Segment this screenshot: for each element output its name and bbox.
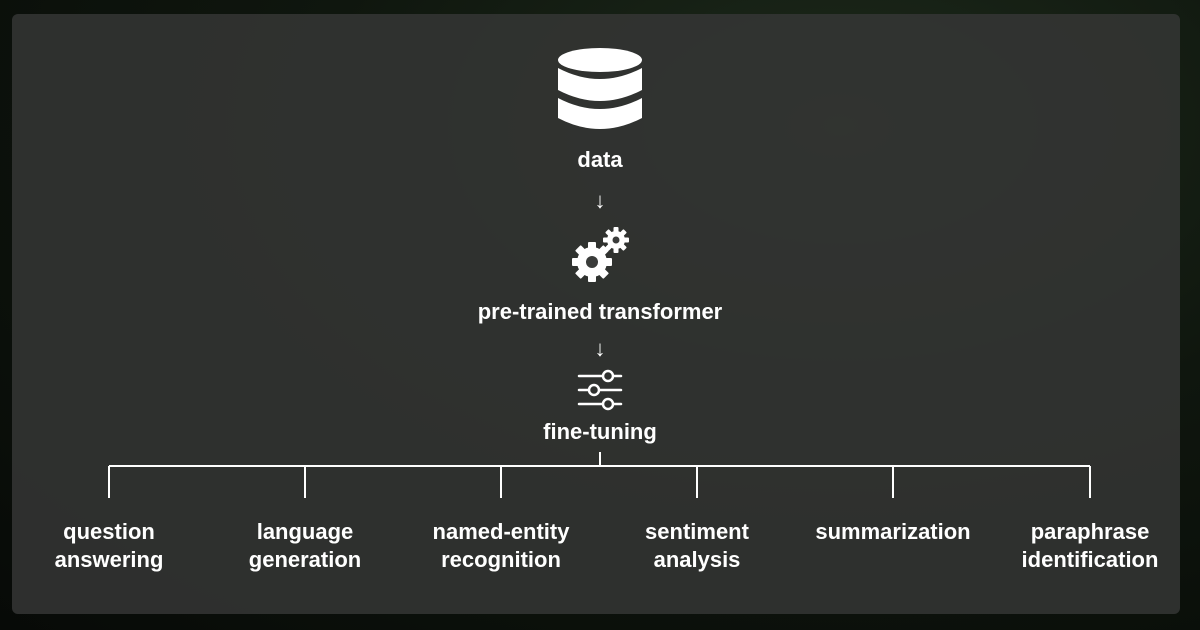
data-label: data [577, 147, 623, 172]
task-line-2: answering [54, 547, 164, 572]
fine-tuning-label: fine-tuning [543, 419, 657, 444]
arrow-model-to-finetune: ↓ [594, 336, 606, 361]
gears-icon [572, 227, 629, 282]
task-named-entity-recognition: named-entity recognition [401, 518, 601, 574]
task-line-1: named-entity [432, 519, 570, 544]
pretrained-transformer-label: pre-trained transformer [477, 299, 723, 324]
task-line-1: summarization [815, 519, 971, 544]
task-question-answering: question answering [19, 518, 199, 574]
task-sentiment-analysis: sentiment analysis [607, 518, 787, 574]
task-summarization: summarization [793, 518, 993, 546]
task-line-2: recognition [441, 547, 561, 572]
task-line-1: paraphrase [1030, 519, 1150, 544]
task-paraphrase-identification: paraphrase identification [995, 518, 1185, 574]
task-line-1: question [63, 519, 155, 544]
sliders-icon [577, 369, 623, 411]
task-language-generation: language generation [215, 518, 395, 574]
task-line-1: language [256, 519, 354, 544]
task-line-2: identification [1021, 547, 1159, 572]
arrow-data-to-model: ↓ [594, 188, 606, 213]
database-icon [558, 48, 642, 129]
task-line-1: sentiment [645, 519, 749, 544]
task-line-2: analysis [653, 547, 741, 572]
task-line-2: generation [248, 547, 362, 572]
